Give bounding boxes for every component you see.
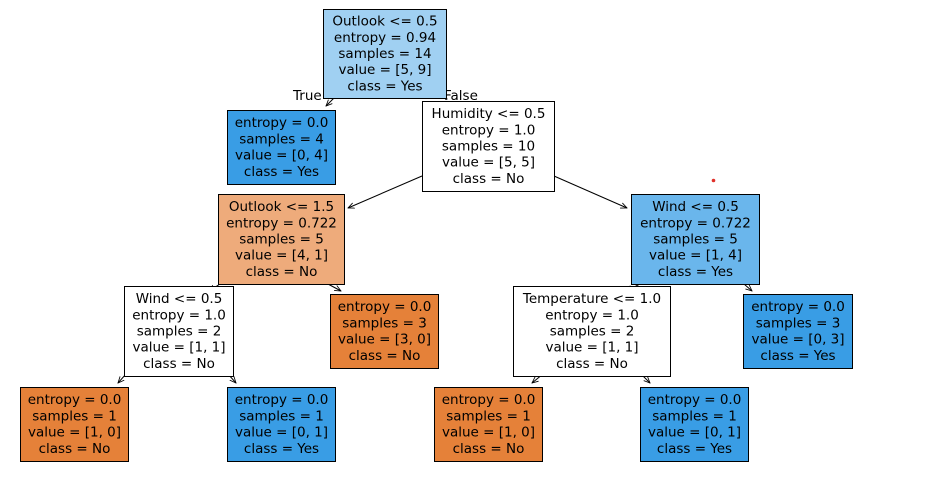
edge-arrow: [327, 283, 341, 291]
node-text-line: samples = 2: [550, 324, 635, 340]
edge-arrow: [553, 175, 627, 209]
node-text-line: entropy = 0.0: [648, 392, 742, 408]
node-text-line: samples = 14: [338, 46, 431, 62]
node-text-line: entropy = 0.0: [235, 392, 329, 408]
node-box: [434, 387, 543, 462]
node-box: [640, 387, 749, 462]
node-text-line: value = [5, 5]: [442, 155, 535, 171]
edge-n4-to-n8: [743, 283, 752, 291]
node-box: [631, 194, 760, 285]
node-text-line: samples = 1: [32, 408, 117, 424]
node-text-line: entropy = 0.722: [226, 215, 337, 231]
node-text-line: value = [0, 3]: [751, 332, 844, 348]
node-text-line: value = [1, 1]: [545, 340, 638, 356]
node-box: [218, 194, 345, 285]
node-text-line: samples = 10: [442, 139, 535, 155]
node-text-line: entropy = 0.722: [640, 215, 751, 231]
node-box: [330, 294, 439, 369]
node-box: [743, 294, 853, 369]
node-text-line: samples = 1: [239, 408, 324, 424]
node-text-line: Temperature <= 1.0: [522, 291, 661, 307]
node-text-line: value = [1, 0]: [28, 425, 121, 441]
edge-labels-layer: True False: [292, 88, 478, 104]
edge-n2-to-n4: [553, 175, 627, 209]
node-text-line: entropy = 0.0: [751, 299, 845, 315]
node-text-line: class = Yes: [244, 164, 319, 180]
node-text-line: entropy = 1.0: [545, 307, 639, 323]
node-text-line: Humidity <= 0.5: [432, 106, 546, 122]
node-text-line: value = [0, 4]: [235, 148, 328, 164]
node-text-line: value = [4, 1]: [235, 248, 328, 264]
edge-arrow: [348, 175, 423, 208]
node-box: [20, 387, 129, 462]
node-text-line: class = No: [556, 356, 628, 372]
node-text-line: class = Yes: [347, 78, 422, 94]
node-text-line: Outlook <= 1.5: [229, 199, 334, 215]
node-text-line: samples = 5: [239, 232, 324, 248]
node-text-line: Wind <= 0.5: [136, 291, 223, 307]
node-text-line: entropy = 1.0: [442, 122, 536, 138]
node-text-line: Outlook <= 0.5: [332, 14, 437, 30]
node-text-line: Wind <= 0.5: [652, 199, 739, 215]
node-text-line: class = Yes: [244, 441, 319, 457]
edge-label-true: True: [292, 88, 322, 104]
edge-n3-to-n6: [327, 283, 341, 291]
node-text-line: class = No: [453, 441, 525, 457]
node-text-line: value = [1, 1]: [132, 340, 225, 356]
red-dot-marker: [711, 178, 716, 183]
node-text-line: entropy = 1.0: [132, 307, 226, 323]
node-box: [323, 9, 447, 99]
node-text-line: class = Yes: [658, 264, 733, 280]
node-text-line: class = Yes: [760, 348, 835, 364]
node-text-line: class = No: [39, 441, 111, 457]
node-text-line: samples = 2: [137, 324, 222, 340]
node-box: [513, 286, 671, 377]
node-text-line: samples = 1: [652, 408, 737, 424]
node-box: [227, 387, 336, 462]
node-text-line: class = No: [246, 264, 318, 280]
node-box: [124, 286, 234, 377]
node-box: [227, 110, 336, 185]
node-text-line: value = [3, 0]: [338, 332, 431, 348]
node-text-line: value = [0, 1]: [235, 425, 328, 441]
edge-arrow: [743, 283, 752, 291]
node-box: [422, 101, 555, 192]
edge-label-false: False: [444, 88, 478, 104]
node-text-line: samples = 5: [653, 232, 738, 248]
node-text-line: entropy = 0.0: [442, 392, 536, 408]
node-text-line: value = [0, 1]: [648, 425, 741, 441]
node-text-line: samples = 3: [342, 315, 427, 331]
node-text-line: value = [5, 9]: [338, 62, 431, 78]
node-text-line: samples = 4: [239, 131, 324, 147]
node-text-line: entropy = 0.0: [235, 115, 329, 131]
node-text-line: value = [1, 4]: [649, 248, 742, 264]
node-text-line: class = No: [453, 171, 525, 187]
edge-n2-to-n3: [348, 175, 423, 208]
node-text-line: samples = 3: [756, 315, 841, 331]
node-text-line: entropy = 0.0: [338, 299, 432, 315]
node-text-line: class = Yes: [657, 441, 732, 457]
node-text-line: class = No: [349, 348, 421, 364]
node-text-line: value = [1, 0]: [442, 425, 535, 441]
node-text-line: samples = 1: [446, 408, 531, 424]
node-text-line: entropy = 0.0: [28, 392, 122, 408]
node-text-line: class = No: [143, 356, 215, 372]
node-text-line: entropy = 0.94: [334, 30, 436, 46]
